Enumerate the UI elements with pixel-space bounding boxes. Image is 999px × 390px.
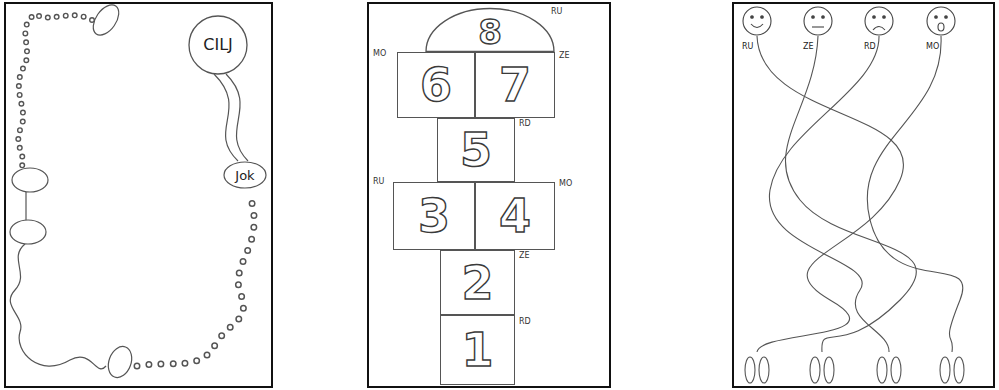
foot [810,357,820,383]
hopscotch-cell: 6 [397,52,475,118]
foot [759,357,769,383]
cell-number: 6 [420,62,452,108]
face-eye [883,16,886,19]
hopscotch-cell: 1 [440,315,515,385]
panel-frames [5,3,994,387]
wavy-line [214,74,238,161]
field-label: CILJ [203,37,233,53]
face-outline [927,7,955,35]
face-outline [865,7,893,35]
face-mouth [812,26,824,27]
wavy-line [226,74,248,161]
hopscotch-cell: 7 [475,52,555,118]
face-eye [822,16,825,19]
face-label: ZE [802,43,814,51]
path-line [25,192,26,220]
cell-tag: RD [518,120,532,128]
game-path [10,0,254,380]
face-eye [935,16,938,19]
cell-number: 7 [499,62,531,108]
oval-outline [224,162,266,188]
face-label: RD [863,43,876,51]
face-label: RU [741,43,753,51]
hopscotch-cell: 5 [437,118,515,182]
face-eye [761,16,764,19]
cell-tag: RD [518,318,532,326]
face-eye [945,16,948,19]
emotion-face: ZE [802,5,834,51]
foot [824,357,834,383]
face-eye [873,16,876,19]
field-label: Jok [235,169,254,182]
foot [745,357,755,383]
cell-number: 4 [499,193,531,239]
path-oval [12,168,48,192]
path-oval [10,220,46,244]
arc-outline [426,9,554,52]
circle-outline [189,16,247,74]
foot [891,357,901,383]
cell-number: 5 [460,127,492,173]
cell-tag: RU [550,8,563,16]
hopscotch-arc: 8 [425,8,555,52]
face-label: MO [925,43,939,51]
face-drawing [804,7,832,35]
foot [954,357,964,383]
loop-line [10,244,106,369]
emotion-face: MO [925,5,957,51]
tangle-line [757,36,904,352]
path-oval: Jok [223,161,267,189]
cell-tag: ZE [518,252,531,260]
tangled-lines [757,36,963,352]
cell-number: 2 [461,260,493,306]
foot [877,357,887,383]
face-drawing [927,7,955,35]
face-mouth [873,27,885,31]
face-mouth [751,24,763,28]
face-eye [812,16,815,19]
face-drawing [865,7,893,35]
face-outline [804,7,832,35]
cell-number: 3 [418,193,450,239]
face-drawing [743,7,771,35]
feet [745,357,964,383]
cell-tag: MO [372,50,387,58]
dotted-chain [137,196,254,366]
dotted-chain-inner [18,14,92,166]
emotion-face: RU [741,5,773,51]
face-outline [743,7,771,35]
face-eye [751,16,754,19]
path-oval [88,0,124,39]
tangle-line [867,36,963,352]
path-oval [104,343,136,381]
cell-number: 8 [478,15,502,49]
panel-frame [733,3,994,387]
foot [940,357,950,383]
hopscotch-cell: 2 [440,250,515,315]
hopscotch-cell: 4 [475,182,555,250]
goal-circle: CILJ [188,15,248,75]
cell-tag: RU [372,178,385,186]
dotted-chain-inner [137,196,254,366]
cell-tag: MO [558,180,573,188]
emotion-face: RD [863,5,895,51]
dotted-chain [18,14,92,166]
face-mouth [938,23,944,31]
cell-number: 1 [461,327,493,373]
cell-tag: ZE [558,52,571,60]
tangle-line [785,36,916,352]
panel-frame [368,3,610,387]
hopscotch-cell: 3 [393,182,475,250]
tangle-line [769,36,889,352]
panel-frame [5,3,272,387]
